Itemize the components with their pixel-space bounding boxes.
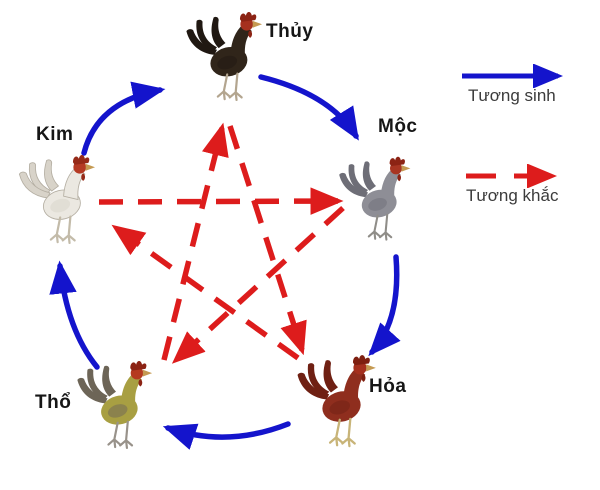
- legend-sinh-arrow-icon: [462, 64, 563, 88]
- tho-rooster-image: [77, 360, 153, 448]
- element-label-thuy: Thủy: [266, 21, 314, 42]
- sinh-arrow-thuy-to-moc: [258, 74, 359, 141]
- sinh-arrow-tho-to-kim: [49, 260, 100, 370]
- khac-arrow-kim-to-moc: [98, 187, 344, 215]
- hoa-rooster-image: [297, 355, 376, 447]
- legend-sinh-label: Tương sinh: [468, 86, 556, 105]
- element-label-hoa: Hỏa: [369, 376, 407, 397]
- khac-arrow-moc-to-tho: [171, 205, 345, 364]
- legend-khac-arrow-icon: [466, 164, 557, 188]
- legend-khac-label: Tương khắc: [466, 186, 559, 205]
- khac-arrow-tho-to-thuy: [161, 122, 229, 361]
- thuy-rooster-image: [186, 11, 263, 100]
- sinh-arrow-hoa-to-tho: [162, 421, 291, 450]
- element-label-kim: Kim: [36, 124, 74, 145]
- khac-arrow-thuy-to-hoa: [227, 125, 307, 356]
- sinh-arrow-kim-to-thuy: [81, 81, 166, 156]
- tuong-khac-star: [98, 122, 345, 364]
- tuong-sinh-cycle: [49, 74, 401, 450]
- sinh-arrow-moc-to-hoa: [368, 254, 401, 357]
- kim-rooster-image: [19, 154, 96, 243]
- element-label-moc: Mộc: [378, 116, 418, 137]
- element-label-tho: Thổ: [35, 392, 72, 413]
- moc-rooster-image: [339, 156, 411, 240]
